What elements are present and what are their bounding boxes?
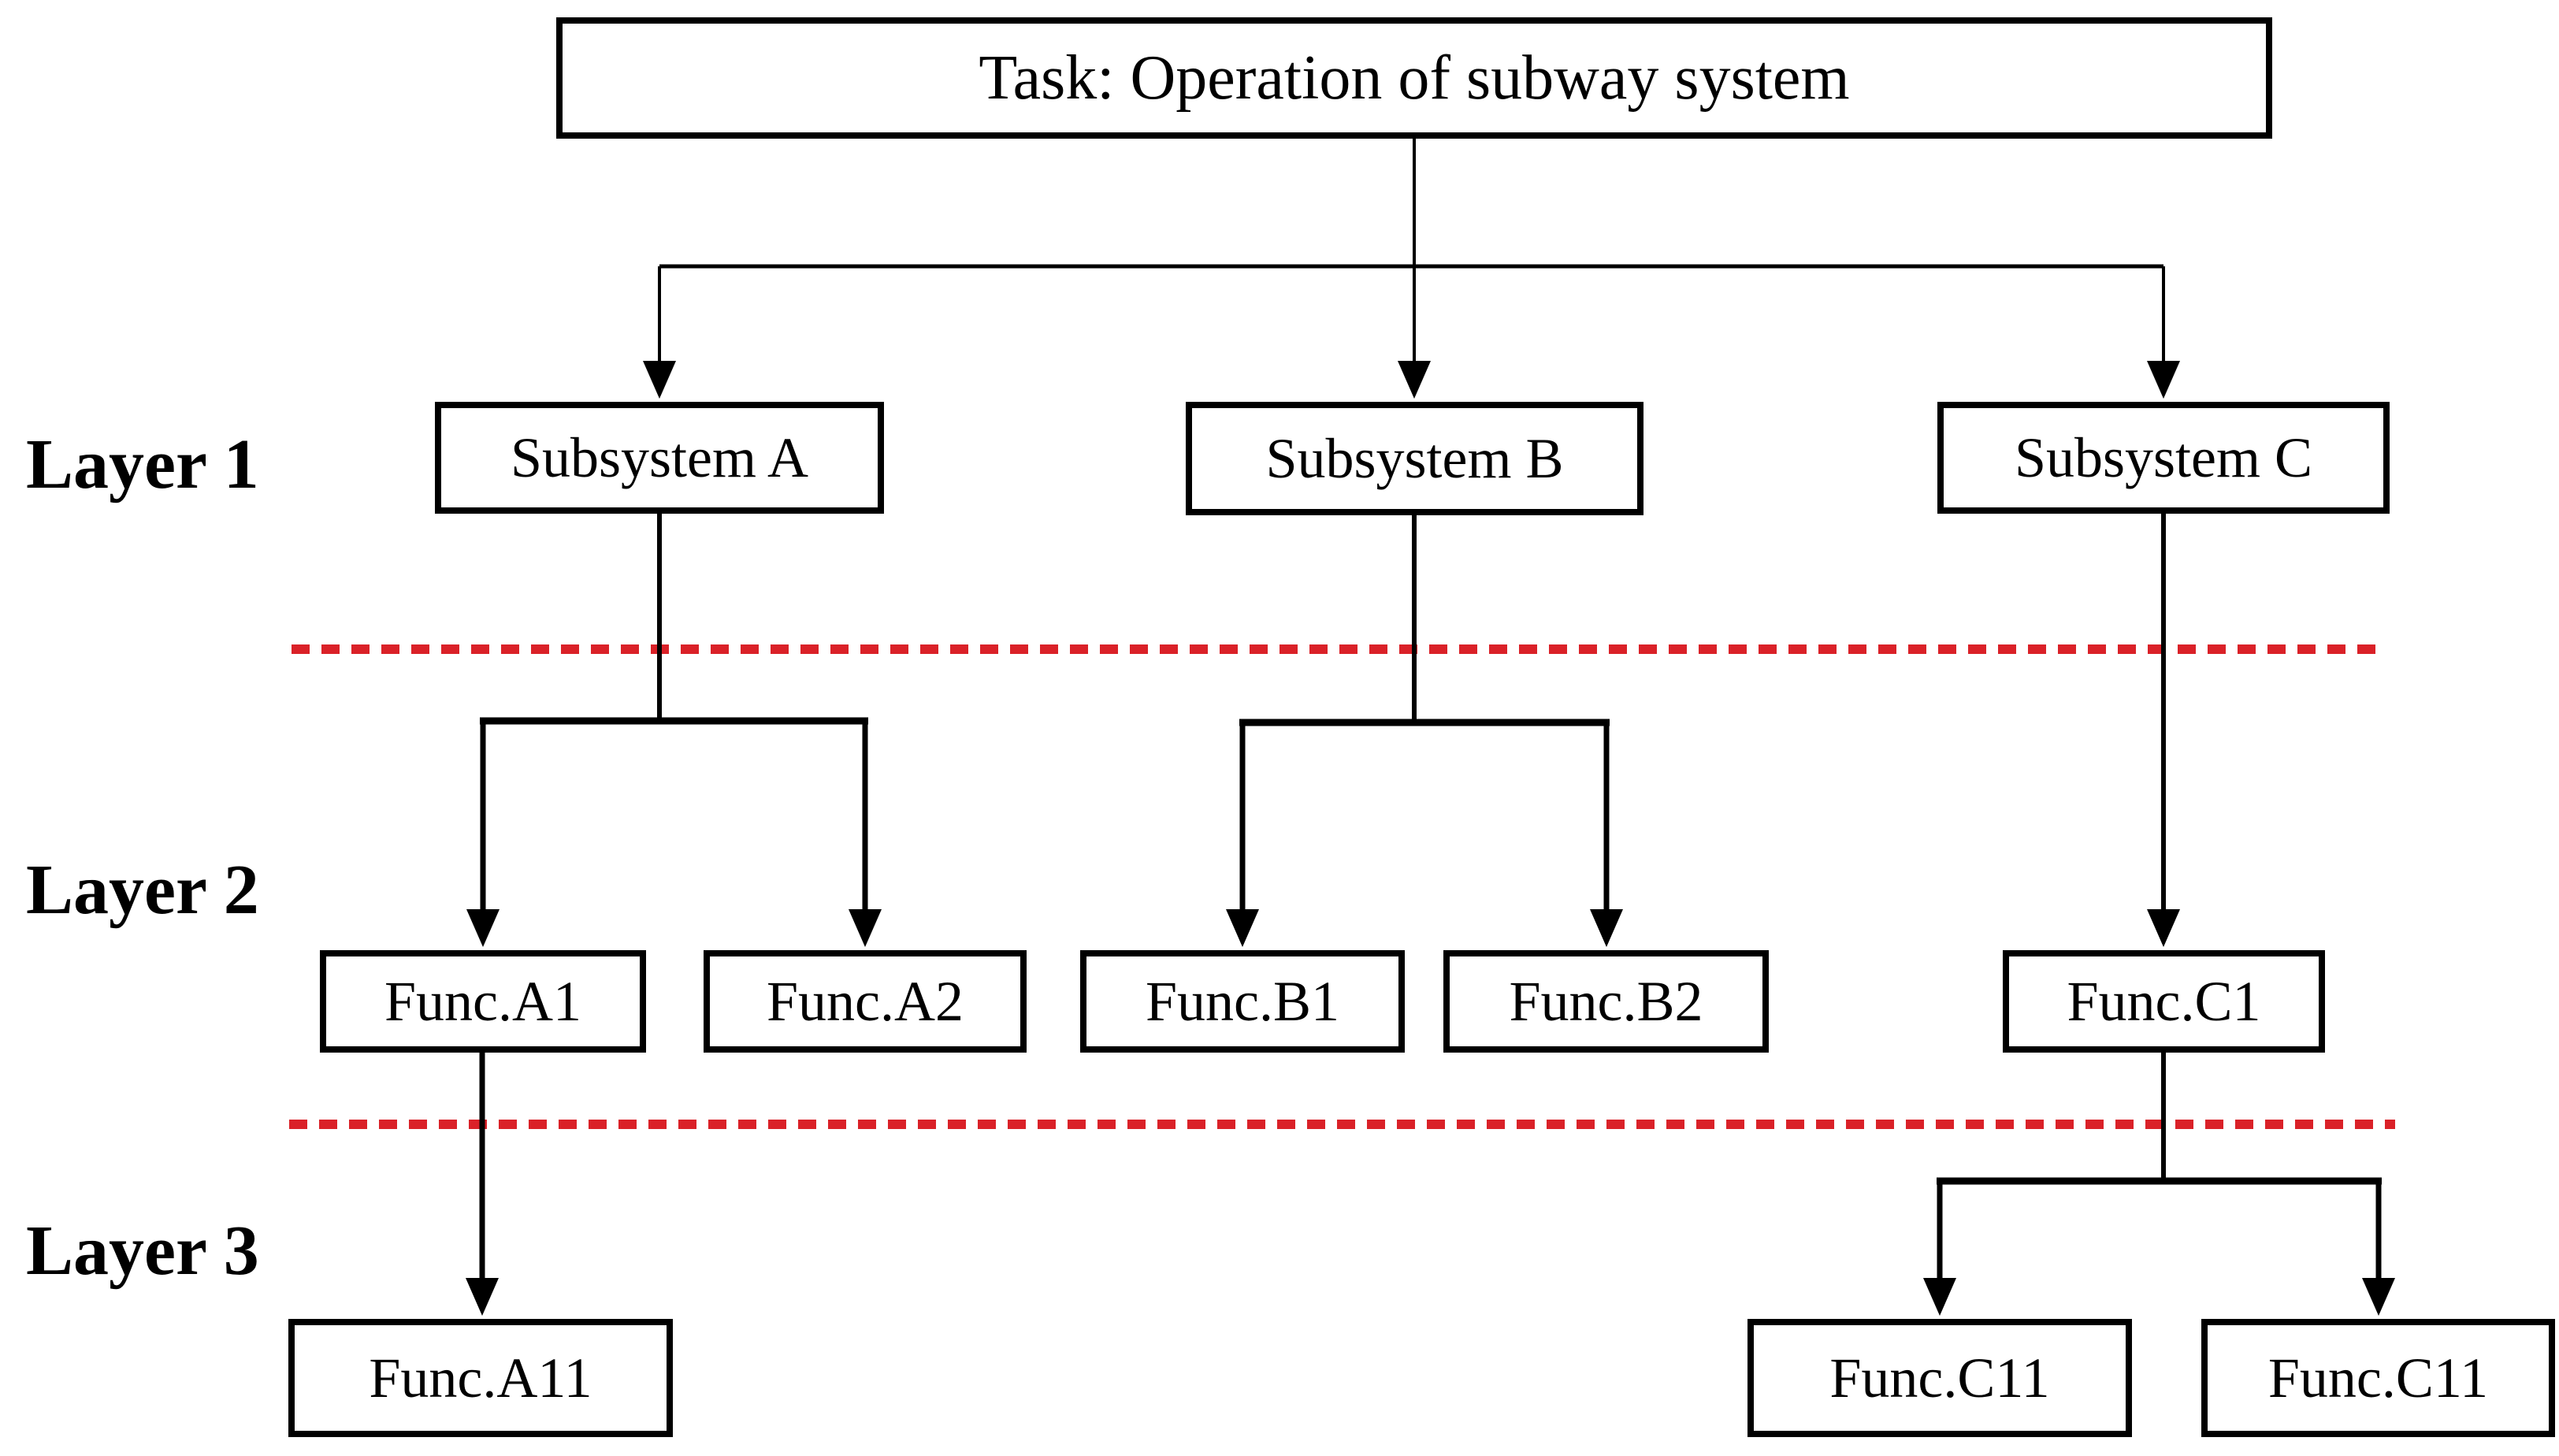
func-a11-node: Func.A11 <box>288 1319 673 1437</box>
func-b2-node: Func.B2 <box>1443 950 1769 1053</box>
layer-1-label: Layer 1 <box>26 425 259 503</box>
subsystem-b-label: Subsystem B <box>1265 427 1564 490</box>
layer-3-label: Layer 3 <box>26 1212 259 1290</box>
func-a1-node: Func.A1 <box>320 950 646 1053</box>
func-b1-node: Func.B1 <box>1080 950 1405 1053</box>
arrowhead-func-a1 <box>466 909 500 947</box>
arrowhead-func-c1 <box>2147 909 2180 947</box>
arrowhead-subsystem-b <box>1398 361 1431 399</box>
func-c11-left-node: Func.C11 <box>1747 1319 2132 1437</box>
func-c1-node: Func.C1 <box>2003 950 2325 1053</box>
layer-2-label: Layer 2 <box>26 851 259 929</box>
func-b1-label: Func.B1 <box>1145 970 1340 1033</box>
task-node-label: Task: Operation of subway system <box>979 43 1850 113</box>
subsystem-a-label: Subsystem A <box>510 426 809 489</box>
func-c11-right-node: Func.C11 <box>2201 1319 2555 1437</box>
func-a2-node: Func.A2 <box>704 950 1027 1053</box>
arrowhead-func-b1 <box>1226 909 1259 947</box>
subsystem-c-label: Subsystem C <box>2014 426 2313 489</box>
arrowhead-func-b2 <box>1590 909 1623 947</box>
func-b2-label: Func.B2 <box>1509 970 1703 1033</box>
func-c11-left-label: Func.C11 <box>1829 1346 2050 1410</box>
arrowhead-subsystem-a <box>643 361 676 399</box>
task-node: Task: Operation of subway system <box>556 17 2272 139</box>
subsystem-a-node: Subsystem A <box>435 402 884 514</box>
func-a11-label: Func.A11 <box>369 1346 592 1410</box>
arrowhead-func-a11 <box>466 1278 499 1316</box>
arrowhead-func-c11-right <box>2362 1278 2395 1316</box>
func-a1-label: Func.A1 <box>384 970 581 1033</box>
func-a2-label: Func.A2 <box>767 970 964 1033</box>
arrowhead-subsystem-c <box>2147 361 2180 399</box>
subsystem-b-node: Subsystem B <box>1186 402 1643 515</box>
func-c11-right-label: Func.C11 <box>2267 1346 2489 1410</box>
subsystem-c-node: Subsystem C <box>1937 402 2390 514</box>
func-c1-label: Func.C1 <box>2067 970 2261 1033</box>
arrowhead-func-c11-left <box>1923 1278 1956 1316</box>
arrowhead-func-a2 <box>849 909 882 947</box>
